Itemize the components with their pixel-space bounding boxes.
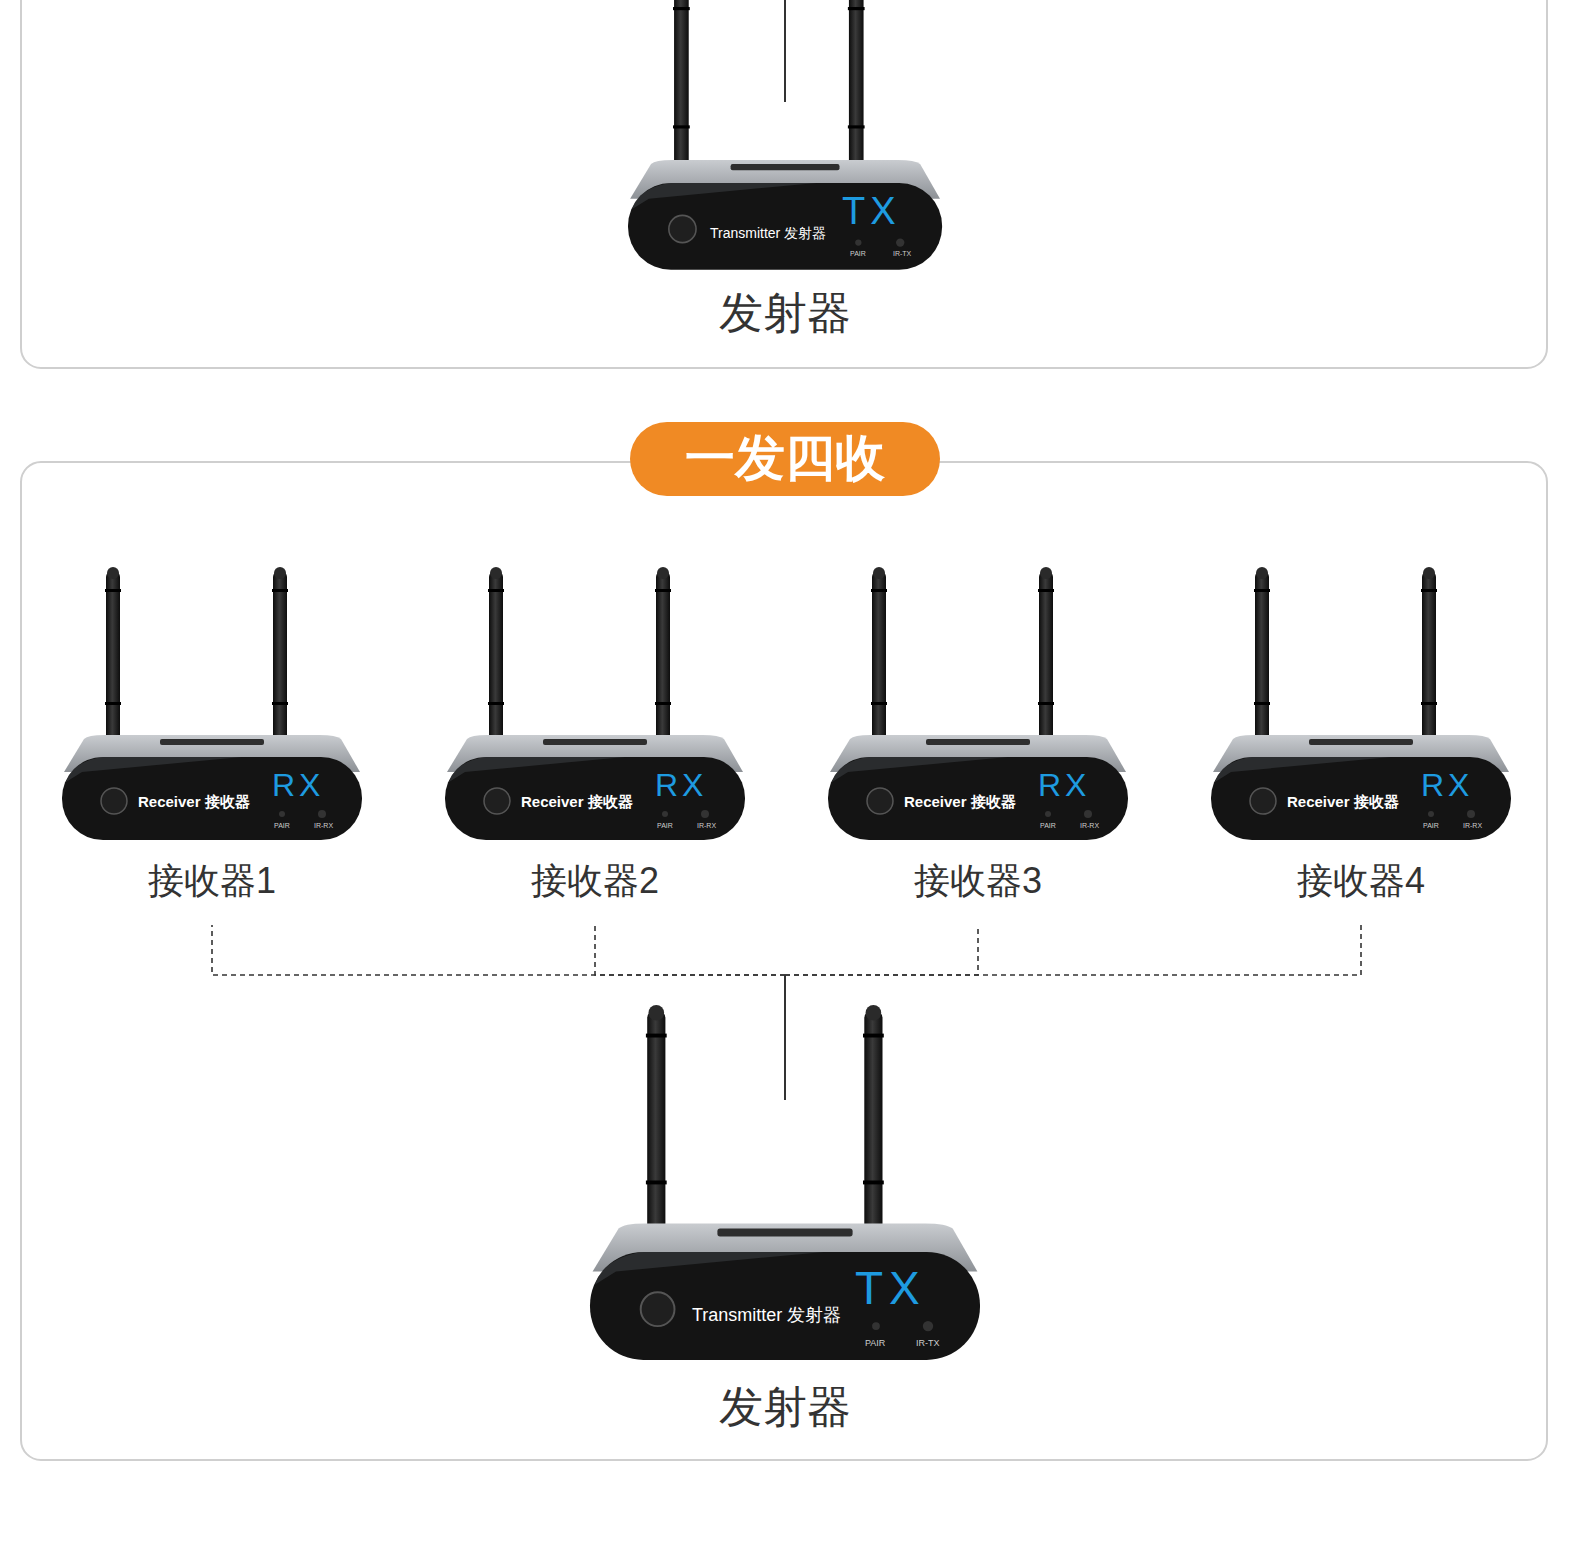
group-badge: 一发四收 xyxy=(630,422,940,496)
button-label: PAIR xyxy=(865,1338,885,1348)
branch-line xyxy=(595,925,785,975)
button-label: PAIR xyxy=(274,822,290,830)
trunk-line xyxy=(784,975,786,1100)
device-caption: 接收器2 xyxy=(445,860,745,901)
button-label: IR-RX xyxy=(1080,822,1099,830)
device-label: Receiver 接收器 xyxy=(1287,793,1399,810)
branch-line xyxy=(212,925,785,975)
button-label: IR-RX xyxy=(314,822,333,830)
receiver-node: Receiver 接收器 RX PAIR IR-RX 接收器3 xyxy=(828,735,1128,925)
device-code: TX xyxy=(842,190,901,234)
transmitter-node: Transmitter 发射器 TX PAIR IR-TX 发射器 xyxy=(590,1100,980,1440)
device-label: Receiver 接收器 xyxy=(521,793,633,810)
signal-link xyxy=(212,925,785,1100)
device-caption: 接收器4 xyxy=(1211,860,1511,901)
signal-link xyxy=(785,925,978,1100)
receiver-node: Receiver 接收器 RX PAIR IR-RX 接收器2 xyxy=(445,735,745,925)
group-title: 一发四收 xyxy=(630,430,940,488)
device-label: Receiver 接收器 xyxy=(138,793,250,810)
signal-link xyxy=(785,925,1361,1100)
device-caption: 发射器 xyxy=(628,288,942,339)
trunk-line xyxy=(784,975,786,1100)
button-label: PAIR xyxy=(850,250,866,258)
button-label: PAIR xyxy=(1040,822,1056,830)
device-label: Transmitter 发射器 xyxy=(692,1305,841,1326)
device-caption: 发射器 xyxy=(590,1382,980,1433)
receiver-device xyxy=(62,567,362,840)
button-label: PAIR xyxy=(1423,822,1439,830)
receiver-device xyxy=(828,567,1128,840)
button-label: IR-TX xyxy=(916,1338,940,1348)
device-caption: 接收器3 xyxy=(828,860,1128,901)
device-code: RX xyxy=(1421,767,1473,804)
signal-link xyxy=(595,925,785,1100)
trunk-line xyxy=(784,975,786,1100)
branch-line xyxy=(785,925,978,975)
branch-line xyxy=(785,925,1361,975)
receiver-device xyxy=(1211,567,1511,840)
receiver-node: Receiver 接收器 RX PAIR IR-RX 接收器4 xyxy=(1211,735,1511,925)
trunk-line xyxy=(784,975,786,1100)
transmitter-device xyxy=(628,0,942,270)
button-label: IR-RX xyxy=(697,822,716,830)
device-code: RX xyxy=(655,767,707,804)
transmitter-node: Transmitter 发射器 TX PAIR IR-TX 发射器 xyxy=(628,160,942,350)
device-code: RX xyxy=(272,767,324,804)
button-label: PAIR xyxy=(657,822,673,830)
device-label: Transmitter 发射器 xyxy=(710,225,826,241)
device-label: Receiver 接收器 xyxy=(904,793,1016,810)
signal-line xyxy=(784,0,786,102)
device-caption: 接收器1 xyxy=(62,860,362,901)
receiver-node: Receiver 接收器 RX PAIR IR-RX 接收器1 xyxy=(62,735,362,925)
device-code: RX xyxy=(1038,767,1090,804)
button-label: IR-TX xyxy=(893,250,911,258)
panel xyxy=(21,462,1547,1460)
button-label: IR-RX xyxy=(1463,822,1482,830)
device-code: TX xyxy=(855,1262,926,1315)
receiver-device xyxy=(445,567,745,840)
panel xyxy=(21,0,1547,368)
